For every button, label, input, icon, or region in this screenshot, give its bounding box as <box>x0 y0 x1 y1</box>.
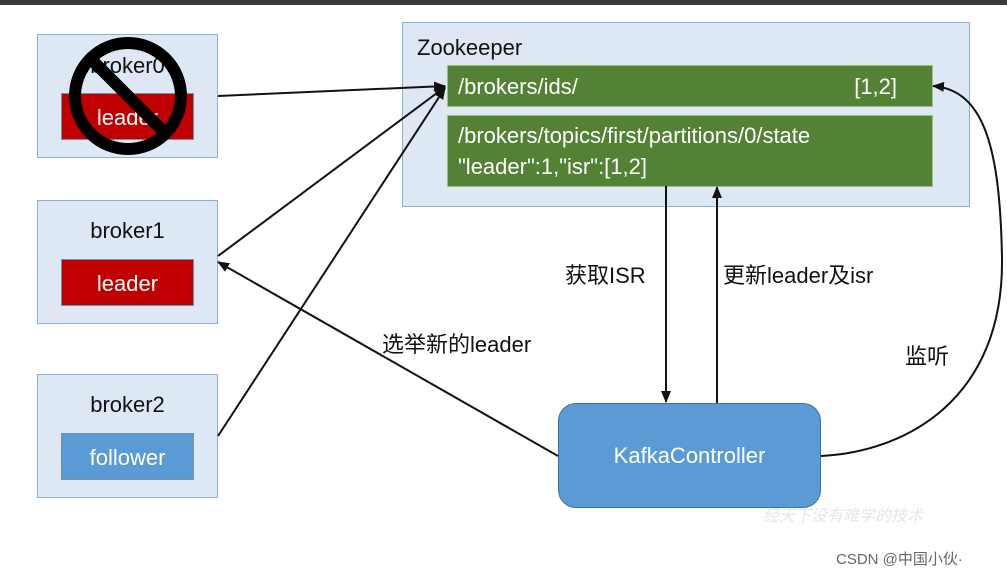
zookeeper-title: Zookeeper <box>417 35 523 60</box>
arrow-broker2-to-zk <box>217 87 446 437</box>
watermark: 经天下没有难学的技术 <box>763 508 924 525</box>
broker2-role: follower <box>61 433 194 480</box>
partition-state-value: "leader":1,"isr":[1,2] <box>458 154 647 179</box>
broker2-box: broker2 follower <box>37 374 218 498</box>
csdn-credit: CSDN @中国小伙· <box>836 551 963 568</box>
broker2-title: broker2 <box>90 392 165 417</box>
brokers-ids-path: /brokers/ids/ <box>458 74 578 99</box>
arrow-broker1-to-zk <box>217 86 446 257</box>
broker1-box: broker1 leader <box>37 200 218 324</box>
kafka-controller: KafkaController <box>558 403 821 508</box>
arrow-controller-to-broker1 <box>217 261 559 457</box>
partition-state-path: /brokers/topics/first/partitions/0/state <box>458 123 811 148</box>
brokers-ids-node: /brokers/ids/ [1,2] <box>447 65 933 107</box>
listen-label: 监听 <box>905 344 950 369</box>
get-isr-label: 获取ISR <box>565 263 646 288</box>
broker1-role: leader <box>61 259 194 306</box>
arrow-listen <box>820 81 1004 457</box>
zookeeper-panel: Zookeeper /brokers/ids/ [1,2] /brokers/t… <box>402 22 970 207</box>
prohibited-icon <box>69 37 187 155</box>
update-leader-label: 更新leader及isr <box>723 263 874 288</box>
top-bar <box>0 0 1007 5</box>
broker1-title: broker1 <box>90 218 165 243</box>
arrow-broker0-to-zk <box>217 81 446 97</box>
elect-leader-label: 选举新的leader <box>382 332 532 357</box>
partition-state-node: /brokers/topics/first/partitions/0/state… <box>447 115 933 187</box>
brokers-ids-value: [1,2] <box>854 74 897 99</box>
